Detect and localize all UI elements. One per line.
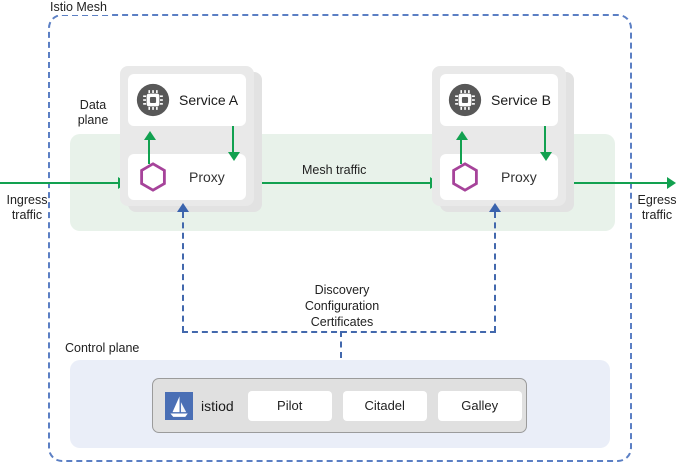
pod-service-a: Service A Proxy [120, 66, 262, 212]
service-b-label: Service B [491, 92, 551, 108]
discovery-line-3: Certificates [310, 315, 374, 329]
service-b-to-proxy-b-line [544, 126, 547, 154]
service-b-to-proxy-b-arrowhead [540, 152, 552, 161]
discovery-to-istiod-line [340, 331, 342, 379]
istiod-label: istiod [201, 397, 234, 414]
discovery-to-proxy-b-line [494, 212, 496, 332]
discovery-line-2: Configuration [304, 299, 380, 313]
proxy-a-to-service-a-line [148, 139, 151, 164]
egress-traffic-arrowhead [667, 177, 676, 189]
discovery-to-proxy-b-arrowhead [489, 203, 501, 212]
discovery-bus-line [182, 331, 496, 333]
istiod-component-galley-label: Galley [461, 398, 499, 413]
istiod-component-pilot[interactable]: Pilot [247, 390, 332, 421]
egress-traffic-caption: Egress traffic [634, 193, 680, 223]
istiod-component-citadel[interactable]: Citadel [342, 390, 427, 421]
pod-service-b: Service B Proxy [432, 66, 574, 212]
proxy-a-box[interactable]: Proxy [128, 154, 246, 200]
discovery-to-proxy-a-arrowhead [177, 203, 189, 212]
proxy-b-box[interactable]: Proxy [440, 154, 558, 200]
proxy-a-label: Proxy [189, 169, 225, 185]
control-plane-label: Control plane [65, 341, 140, 355]
ingress-traffic-line [0, 182, 122, 185]
envoy-hexagon-icon [452, 162, 478, 192]
proxy-b-to-service-b-line [460, 139, 463, 164]
istio-sailboat-icon [165, 391, 193, 420]
discovery-caption: Discovery Configuration Certificates [280, 282, 404, 330]
egress-traffic-line1: Egress [637, 193, 677, 207]
istiod-component-citadel-label: Citadel [364, 398, 405, 413]
discovery-line-1: Discovery [314, 283, 370, 297]
service-a-label: Service A [179, 92, 239, 108]
envoy-hexagon-icon [140, 162, 166, 192]
ingress-traffic-line1: Ingress [6, 193, 48, 207]
proxy-b-to-service-b-arrowhead [456, 131, 468, 140]
istiod-component-pilot-label: Pilot [277, 398, 303, 413]
istio-mesh-boundary [48, 14, 632, 462]
service-b-box[interactable]: Service B [440, 74, 558, 126]
istiod-component-galley[interactable]: Galley [437, 390, 522, 421]
data-plane-label: Data plane [60, 98, 126, 128]
ingress-traffic-line2: traffic [11, 208, 43, 222]
data-plane-label-line2: plane [77, 113, 109, 127]
ingress-traffic-caption: Ingress traffic [0, 193, 54, 223]
cpu-chip-icon [136, 83, 170, 117]
service-a-to-proxy-a-line [232, 126, 235, 154]
egress-traffic-line2: traffic [641, 208, 673, 222]
proxy-a-to-service-a-arrowhead [144, 131, 156, 140]
data-plane-label-line1: Data [79, 98, 107, 112]
mesh-traffic-line [246, 182, 434, 185]
mesh-traffic-label: Mesh traffic [302, 163, 367, 177]
egress-traffic-line [558, 182, 670, 185]
service-a-box[interactable]: Service A [128, 74, 246, 126]
proxy-b-label: Proxy [501, 169, 537, 185]
service-a-to-proxy-a-arrowhead [228, 152, 240, 161]
istio-mesh-label: Istio Mesh [48, 0, 111, 15]
discovery-to-proxy-a-line [182, 212, 184, 332]
istiod-box[interactable]: istiod Pilot Citadel Galley [152, 378, 527, 433]
cpu-chip-icon [448, 83, 482, 117]
